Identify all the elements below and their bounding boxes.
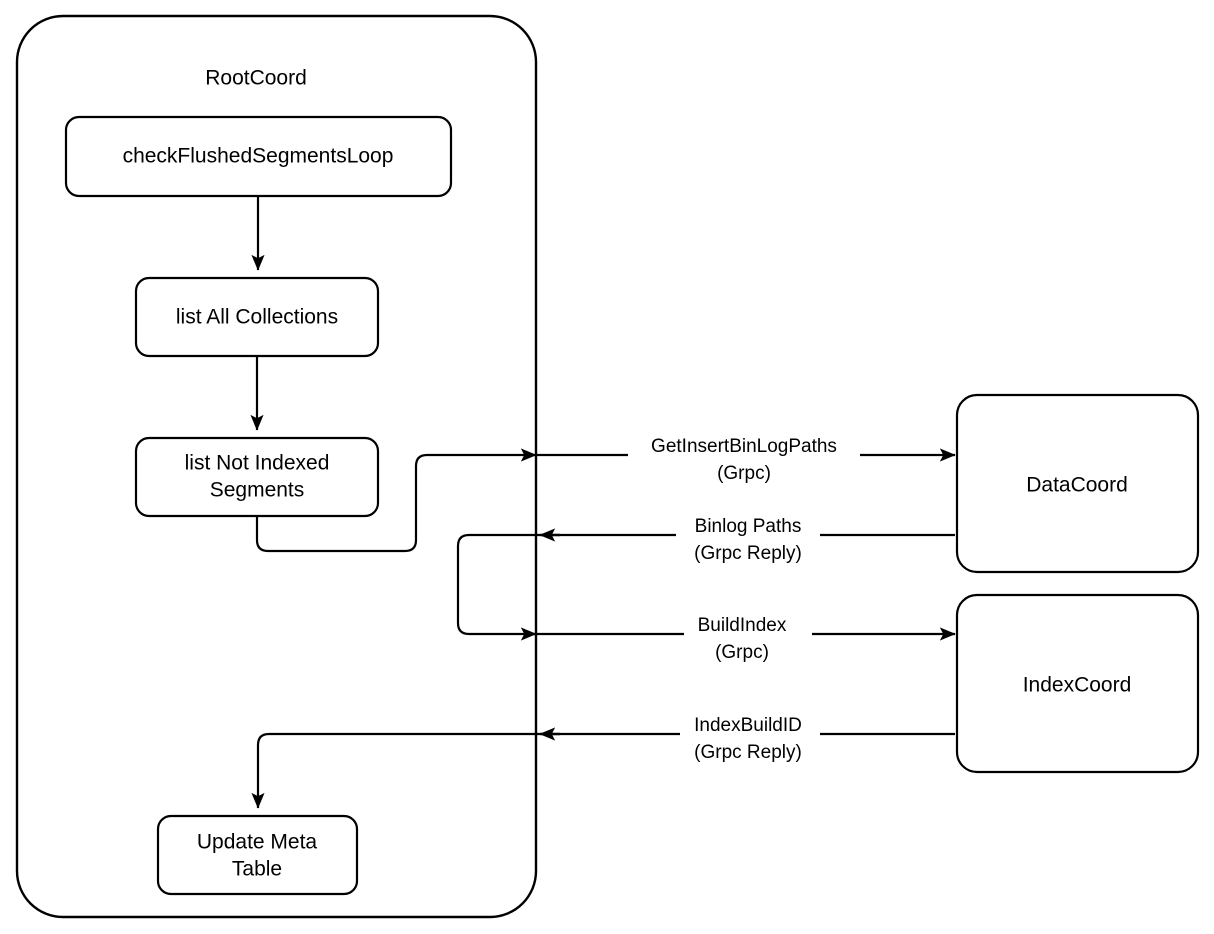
- edge-label-bg-build-index: [684, 615, 812, 637]
- edge-label-bg-get-insert-binlog-paths: [628, 436, 860, 458]
- node-indexcoord[interactable]: [955, 593, 1200, 774]
- node-check-flushed-segments-loop-label: checkFlushedSegmentsLoop: [123, 145, 394, 168]
- edge-list-segments-to-boundary-out: [255, 448, 537, 553]
- node-list-not-indexed-segments-label-line1: list Not Indexed: [185, 452, 330, 475]
- node-update-meta-table-label-line2: Table: [232, 858, 282, 881]
- node-list-not-indexed-segments-label-line2: Segments: [210, 479, 305, 502]
- node-update-meta-table-label-line1: Update Meta: [197, 831, 318, 854]
- edge-label-binlog-paths-line1: Binlog Paths: [695, 516, 802, 537]
- container-rootcoord-label: RootCoord: [205, 67, 307, 90]
- edge-label-bg-binlog-paths: [676, 516, 820, 538]
- edge-label-bg-index-build-id: [680, 715, 820, 737]
- edge-binlog-paths-to-build-index-bend: [456, 533, 560, 641]
- node-list-all-collections-label: list All Collections: [176, 306, 338, 329]
- edge-label-index-build-id-line1: IndexBuildID: [694, 715, 802, 736]
- edge-label-binlog-paths-line2: (Grpc Reply): [694, 543, 802, 564]
- node-update-meta-table[interactable]: [156, 814, 359, 896]
- edge-label-build-index-line2: (Grpc): [715, 642, 769, 663]
- edge-label-build-index-line1: BuildIndex: [698, 615, 787, 636]
- node-datacoord-label: DataCoord: [1026, 474, 1128, 497]
- edge-index-build-id-to-update-meta: [251, 732, 560, 809]
- edge-label-get-insert-binlog-paths-line2: (Grpc): [717, 463, 771, 484]
- edge-label-index-build-id-line2: (Grpc Reply): [694, 742, 802, 763]
- node-indexcoord-label: IndexCoord: [1023, 674, 1132, 697]
- node-list-not-indexed-segments[interactable]: [134, 436, 380, 518]
- node-datacoord[interactable]: [955, 393, 1200, 574]
- edge-label-get-insert-binlog-paths-line1: GetInsertBinLogPaths: [651, 436, 837, 457]
